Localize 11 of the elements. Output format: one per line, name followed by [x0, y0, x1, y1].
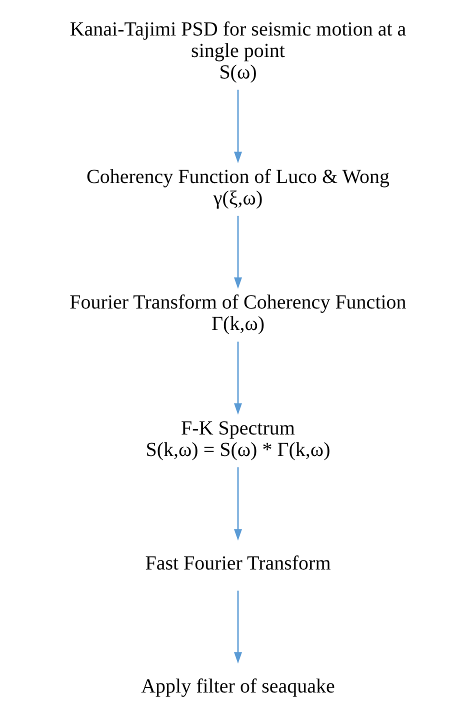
arrow	[234, 590, 242, 664]
arrow	[234, 216, 242, 289]
node-text: Fourier Transform of Coherency Function Γ(k,ω)	[69, 292, 406, 336]
arrow	[234, 342, 242, 415]
arrow	[234, 90, 242, 164]
node-text: Apply filter of seaquake	[140, 676, 334, 698]
arrow	[234, 467, 242, 541]
node-text: Kanai-Tajimi PSD for seismic motion at a single point S(ω)	[69, 18, 406, 84]
node-text: Fast Fourier Transform	[144, 552, 330, 575]
node-text: Coherency Function of Luco & Wong γ(ξ,ω)	[86, 166, 389, 210]
node-text: F-K Spectrum S(k,ω) = S(ω) * Γ(k,ω)	[145, 418, 330, 461]
